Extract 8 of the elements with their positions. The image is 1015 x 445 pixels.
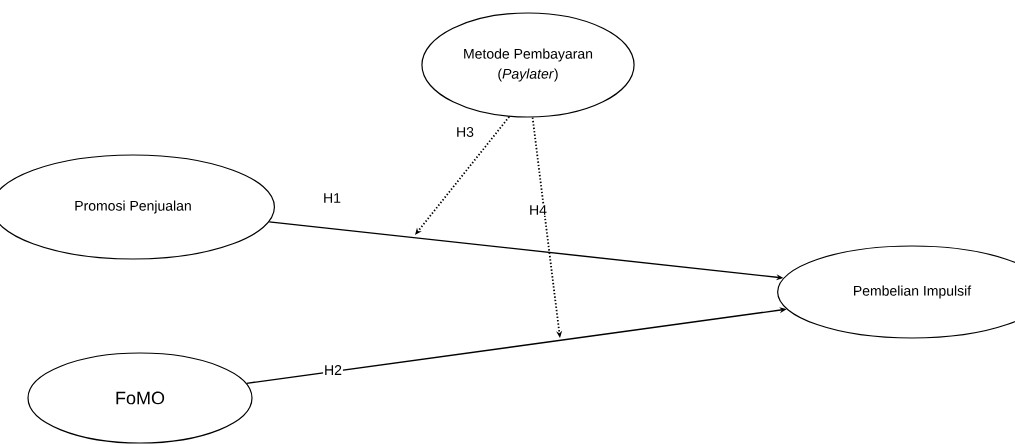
edge-label: H3 bbox=[455, 126, 475, 138]
edge-label: H1 bbox=[322, 192, 342, 204]
arrow bbox=[415, 115, 511, 235]
edge-label: H4 bbox=[528, 204, 548, 216]
edge-label: H2 bbox=[323, 364, 343, 376]
ellipse-node: FoMO bbox=[27, 352, 253, 444]
arrow bbox=[531, 116, 563, 338]
ellipse-node: Metode Pembayaran (Paylater) bbox=[421, 12, 635, 118]
